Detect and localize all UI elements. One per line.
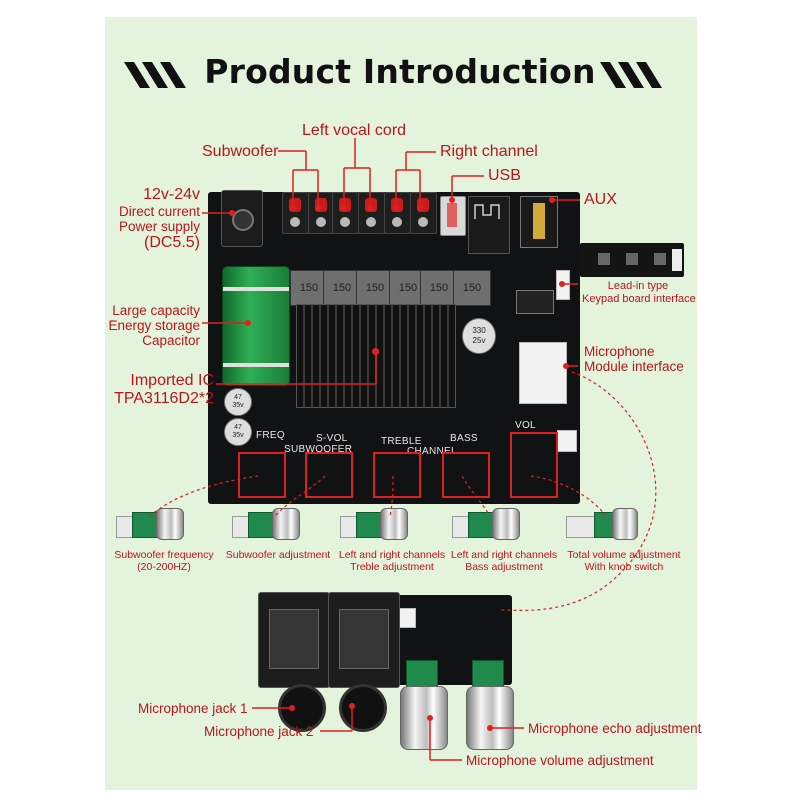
silk-subwoofer: SUBWOOFER [284, 444, 353, 455]
caption-subwoofer-frequency: Subwoofer frequency(20-200HZ) [114, 549, 214, 573]
silk-treble: TREBLE [381, 436, 422, 447]
inductor-1: 150 [290, 270, 328, 306]
dc-power-jack [221, 190, 263, 247]
keypad-board [580, 243, 684, 277]
label-mic-module-interface: Microphone Module interface [584, 344, 684, 374]
usb-port [440, 196, 466, 236]
mic-jack-front-2 [339, 684, 387, 732]
pot-total-volume [566, 508, 638, 540]
inductor-6: 150 [453, 270, 491, 306]
pot-treble [340, 508, 408, 540]
label-mic-volume: Microphone volume adjustment [466, 753, 654, 768]
label-power-supply: 12v-24v Direct current Power supply (DC5… [118, 186, 200, 251]
control-chip [516, 290, 554, 314]
terminal-left-a [332, 192, 359, 234]
page-title: Product Introduction [204, 52, 596, 91]
silk-bass: BASS [450, 433, 478, 444]
label-imported-ic: Imported IC TPA3116D2*2 [114, 372, 214, 407]
mic-jack-housing-2 [328, 592, 400, 688]
label-mic-jack-2: Microphone jack 2 [204, 724, 314, 739]
ic-marker-dot [372, 348, 379, 355]
highlight-total-volume [510, 432, 558, 498]
energy-capacitor [222, 266, 290, 386]
silk-channel: CHANNEL [407, 446, 457, 457]
label-aux: AUX [584, 191, 617, 208]
terminal-right-b [410, 192, 437, 234]
terminal-subwoofer-a [282, 192, 309, 234]
mic-pot-echo-body [472, 660, 504, 688]
highlight-bass [442, 452, 490, 498]
label-mic-echo: Microphone echo adjustment [528, 721, 702, 736]
label-mic-jack-1: Microphone jack 1 [138, 701, 248, 716]
pot-bass [452, 508, 520, 540]
mic-echo-knob [466, 686, 514, 750]
silk-vol: VOL [515, 420, 536, 431]
label-capacitor: Large capacity Energy storage Capacitor [108, 303, 200, 348]
mic-module-header-on-board [519, 342, 567, 404]
label-left-vocal-cord: Left vocal cord [302, 122, 407, 139]
inductor-2: 150 [323, 270, 361, 306]
label-right-channel: Right channel [440, 143, 538, 160]
highlight-subwoofer-frequency [238, 452, 286, 498]
mic-volume-knob [400, 686, 448, 750]
pot-subwoofer-adjustment [232, 508, 300, 540]
silk-freq: FREQ [256, 430, 285, 441]
silk-s-vol: S-VOL [316, 433, 348, 444]
pot-subwoofer-frequency [116, 508, 184, 540]
highlight-treble [373, 452, 421, 498]
caption-subwoofer-adjustment: Subwoofer adjustment [225, 549, 331, 561]
title-stripes-left-icon [124, 62, 186, 88]
label-usb: USB [488, 167, 521, 184]
highlight-subwoofer-adjustment [305, 452, 353, 498]
terminal-right-a [384, 192, 411, 234]
aux-jack [520, 196, 558, 248]
bluetooth-module [468, 196, 510, 254]
title-stripes-right-icon [600, 62, 662, 88]
label-keypad-interface: Lead-in type Keypad board interface [582, 280, 696, 305]
label-subwoofer: Subwoofer [202, 143, 279, 160]
